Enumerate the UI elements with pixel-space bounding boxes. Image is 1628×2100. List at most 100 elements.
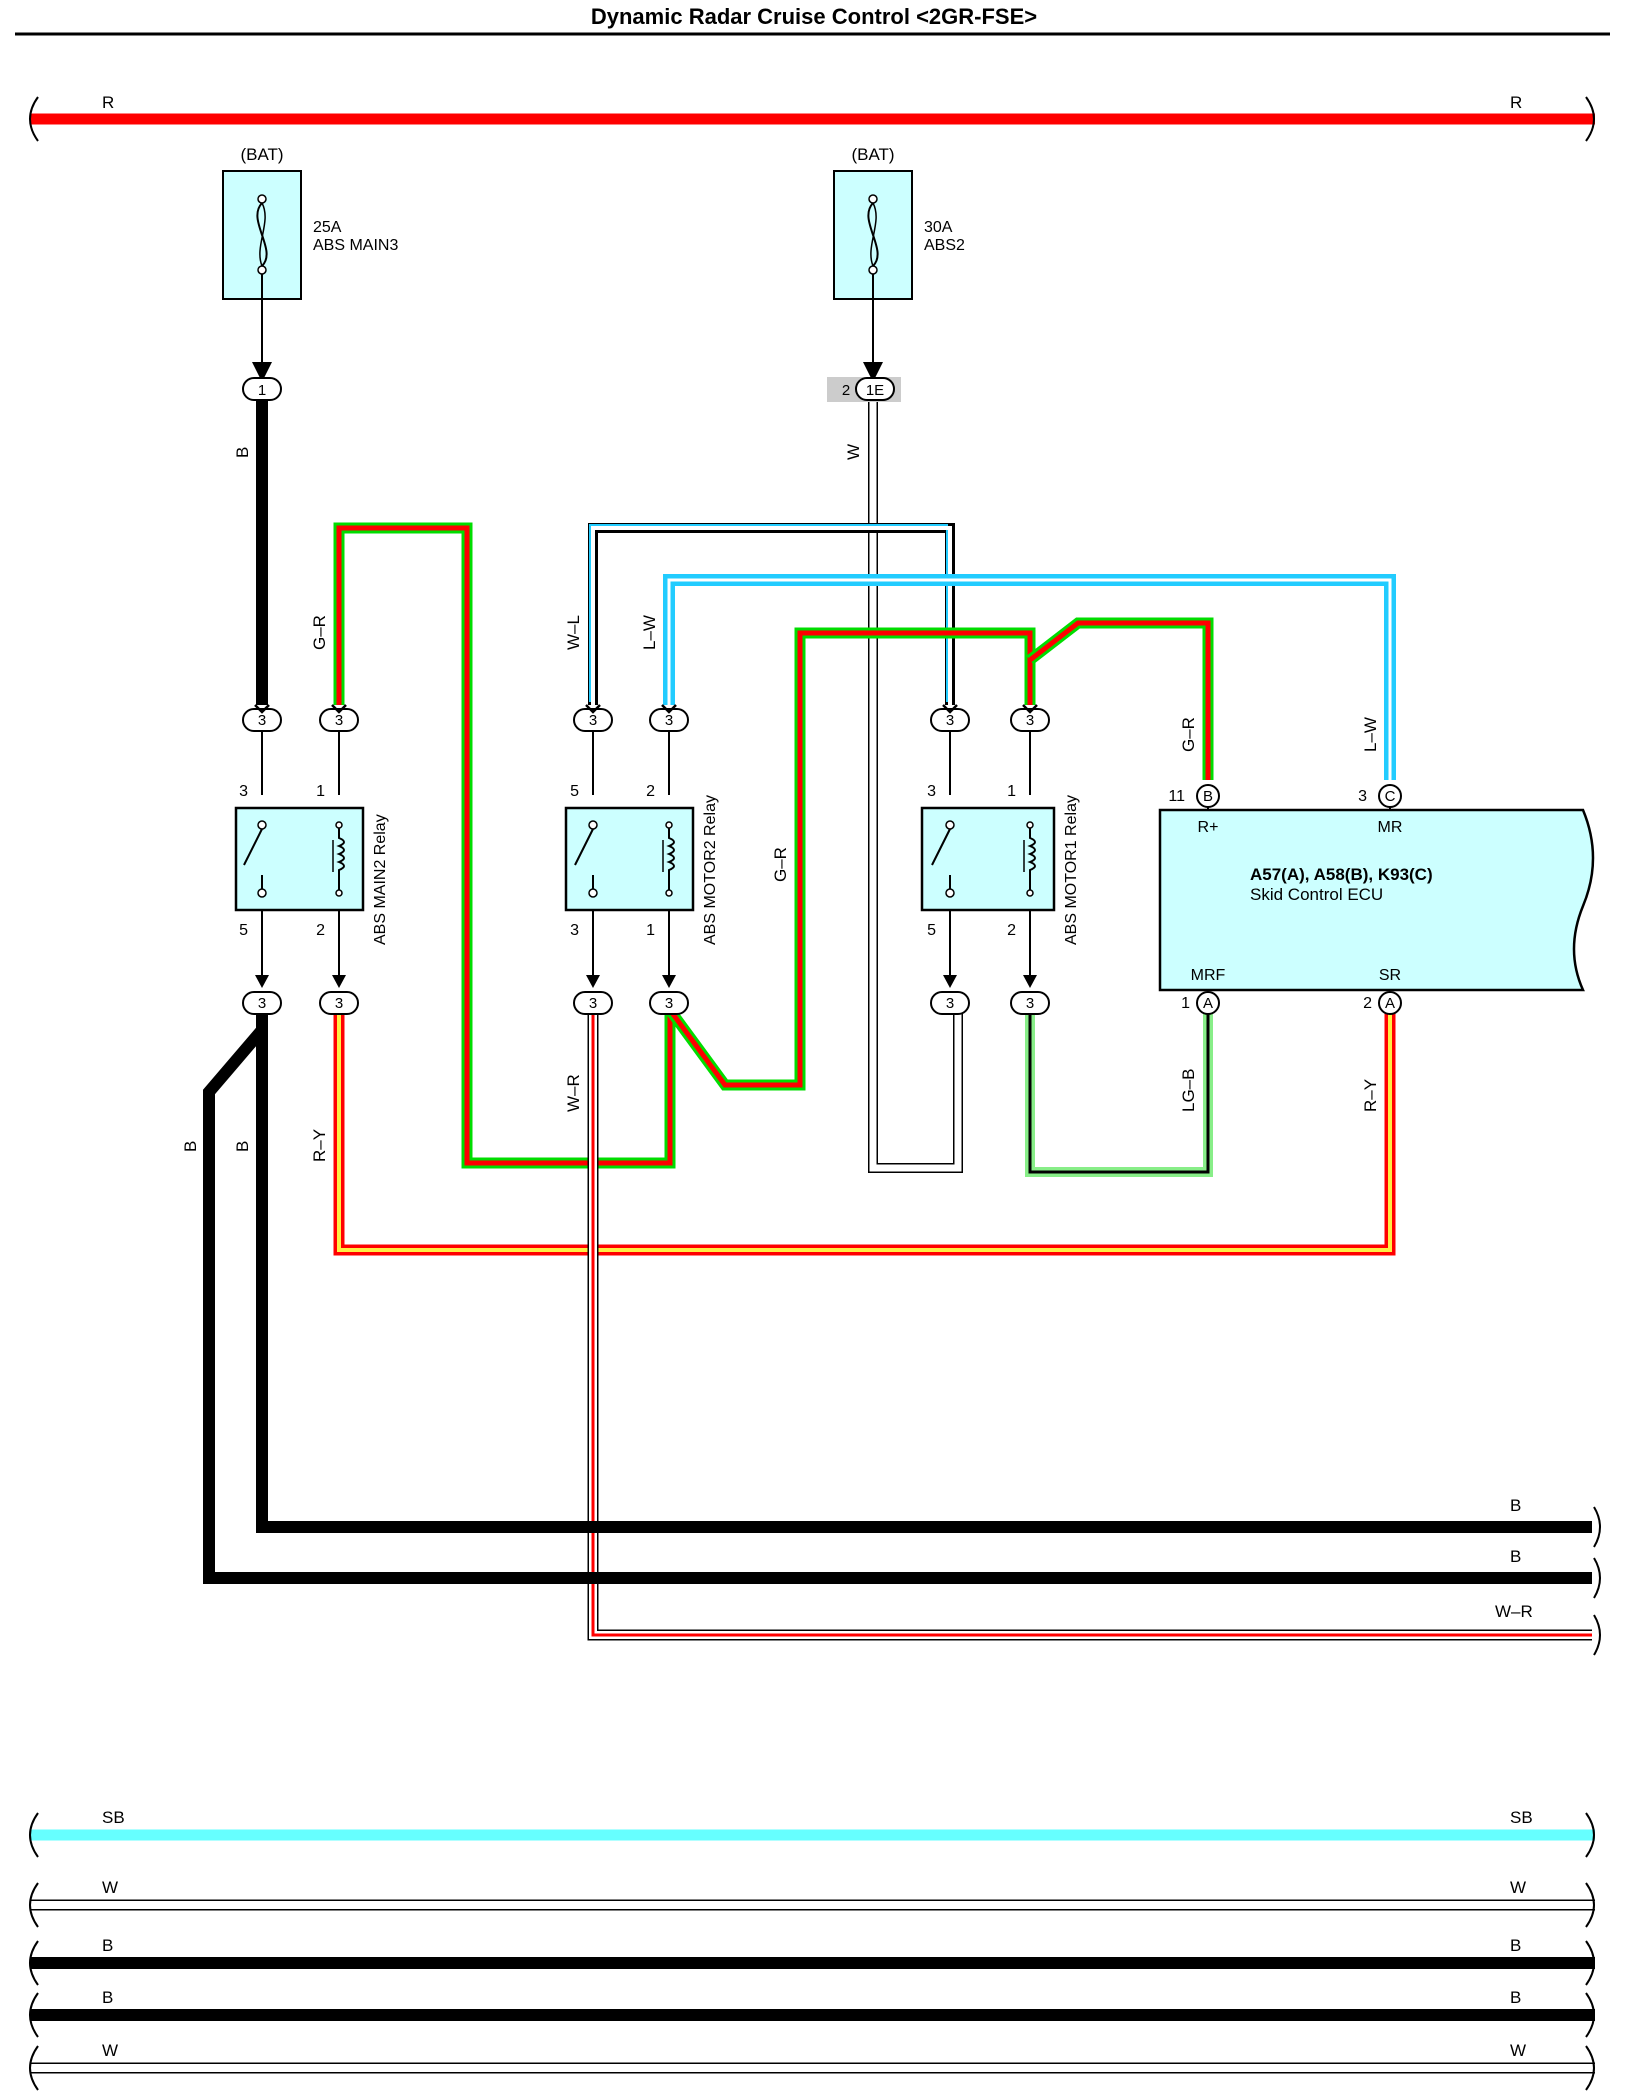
wire-b-grounds	[203, 1010, 1592, 1584]
svg-text:3: 3	[258, 995, 266, 1012]
svg-text:B: B	[1510, 1936, 1521, 1955]
svg-text:1: 1	[1007, 783, 1016, 800]
svg-text:3: 3	[946, 712, 954, 729]
svg-text:1E: 1E	[866, 382, 884, 399]
svg-text:W: W	[844, 444, 863, 460]
svg-text:B: B	[233, 447, 252, 458]
svg-text:G–R: G–R	[1179, 717, 1198, 752]
svg-text:3: 3	[335, 712, 343, 729]
top-bus-right-label: R	[1510, 93, 1522, 112]
svg-text:W: W	[102, 1878, 118, 1897]
svg-text:11: 11	[1168, 788, 1185, 805]
svg-text:G–R: G–R	[310, 615, 329, 650]
junction-connector-bottom-1: 3	[242, 991, 282, 1015]
wire-lgb	[1025, 1010, 1213, 1177]
svg-text:3: 3	[589, 712, 597, 729]
svg-text:5: 5	[239, 922, 248, 939]
svg-text:3: 3	[946, 995, 954, 1012]
svg-text:3: 3	[570, 922, 579, 939]
skid-control-ecu: A57(A), A58(B), K93(C) Skid Control ECU …	[1158, 784, 1595, 1015]
svg-text:W–R: W–R	[1495, 1602, 1533, 1621]
svg-text:3: 3	[665, 712, 673, 729]
svg-text:W: W	[1510, 2041, 1526, 2060]
junction-connector-bottom-3: 3	[573, 991, 613, 1015]
svg-text:3: 3	[589, 995, 597, 1012]
svg-text:W: W	[1510, 1878, 1526, 1897]
bottom-bus-1: SB SB	[29, 1808, 1595, 1858]
svg-text:W–L: W–L	[564, 615, 583, 650]
svg-text:B: B	[1510, 1988, 1521, 2007]
svg-text:2: 2	[316, 922, 325, 939]
svg-text:2: 2	[1363, 995, 1372, 1012]
svg-text:LG–B: LG–B	[1179, 1069, 1198, 1112]
svg-text:A: A	[1385, 995, 1395, 1012]
svg-text:W–R: W–R	[564, 1074, 583, 1112]
wire-gr-ecu	[665, 617, 1214, 1091]
svg-text:SR: SR	[1379, 967, 1401, 984]
svg-text:L–W: L–W	[640, 615, 659, 650]
connector-1e: 2 1E	[827, 377, 901, 402]
fuse-abs-main3: (BAT) 25A ABS MAIN3	[222, 145, 398, 300]
svg-text:1: 1	[1181, 995, 1190, 1012]
svg-text:2: 2	[646, 783, 655, 800]
svg-text:(BAT): (BAT)	[851, 145, 894, 164]
svg-text:C: C	[1385, 788, 1396, 805]
svg-text:B: B	[181, 1141, 200, 1152]
relay-name: ABS MOTOR1 Relay	[1063, 795, 1080, 945]
svg-text:G–R: G–R	[771, 847, 790, 882]
relay-name: ABS MAIN2 Relay	[372, 814, 389, 945]
svg-text:B: B	[102, 1936, 113, 1955]
svg-text:1: 1	[258, 382, 266, 399]
fuse-rating: 25A	[313, 219, 342, 236]
svg-text:SB: SB	[1510, 1808, 1533, 1827]
wire-w-abs2	[868, 398, 963, 1173]
svg-text:MR: MR	[1378, 819, 1403, 836]
svg-text:3: 3	[927, 783, 936, 800]
svg-text:3: 3	[335, 995, 343, 1012]
fuse-name: ABS MAIN3	[313, 237, 398, 254]
svg-text:SB: SB	[102, 1808, 125, 1827]
svg-text:1: 1	[646, 922, 655, 939]
relay-2: 5 2 3 1 ABS MOTOR2 Relay	[564, 783, 719, 945]
wire-gr-loop-left	[333, 522, 676, 1169]
ecu-connectors: A57(A), A58(B), K93(C)	[1250, 865, 1433, 884]
svg-text:2: 2	[1007, 922, 1016, 939]
svg-text:5: 5	[570, 783, 579, 800]
wire-wr	[587, 1010, 1592, 1641]
page-title: Dynamic Radar Cruise Control <2GR-FSE>	[591, 4, 1037, 29]
svg-text:B: B	[102, 1988, 113, 2007]
svg-text:R–Y: R–Y	[310, 1129, 329, 1162]
junction-connector-bottom-4: 3	[649, 991, 689, 1015]
junction-connector-bottom-5: 3	[930, 991, 970, 1015]
svg-text:2: 2	[842, 382, 850, 399]
connector-1: 1	[242, 377, 282, 401]
wire-wl	[588, 523, 955, 705]
svg-text:ABS2: ABS2	[924, 237, 965, 254]
svg-text:30A: 30A	[924, 219, 953, 236]
svg-text:B: B	[1510, 1547, 1521, 1566]
svg-text:3: 3	[1026, 712, 1034, 729]
svg-text:(BAT): (BAT)	[240, 145, 283, 164]
svg-text:B: B	[1510, 1496, 1521, 1515]
svg-text:3: 3	[665, 995, 673, 1012]
top-bus-left-label: R	[102, 93, 114, 112]
svg-text:B: B	[1203, 788, 1213, 805]
junction-connectors-bottom: 3 3 3 3 3 3	[242, 910, 1050, 1015]
svg-text:3: 3	[1358, 788, 1367, 805]
relay-name: ABS MOTOR2 Relay	[702, 795, 719, 945]
junction-connector-bottom-2: 3	[319, 991, 359, 1015]
svg-text:1: 1	[316, 783, 325, 800]
junction-connector-top-3: 3	[573, 708, 613, 732]
svg-text:A: A	[1203, 995, 1213, 1012]
top-r-bus: R R	[29, 93, 1595, 142]
svg-text:B: B	[233, 1141, 252, 1152]
junction-connectors-top: 3 3 3 3 3 3	[242, 704, 1050, 795]
svg-text:3: 3	[258, 712, 266, 729]
